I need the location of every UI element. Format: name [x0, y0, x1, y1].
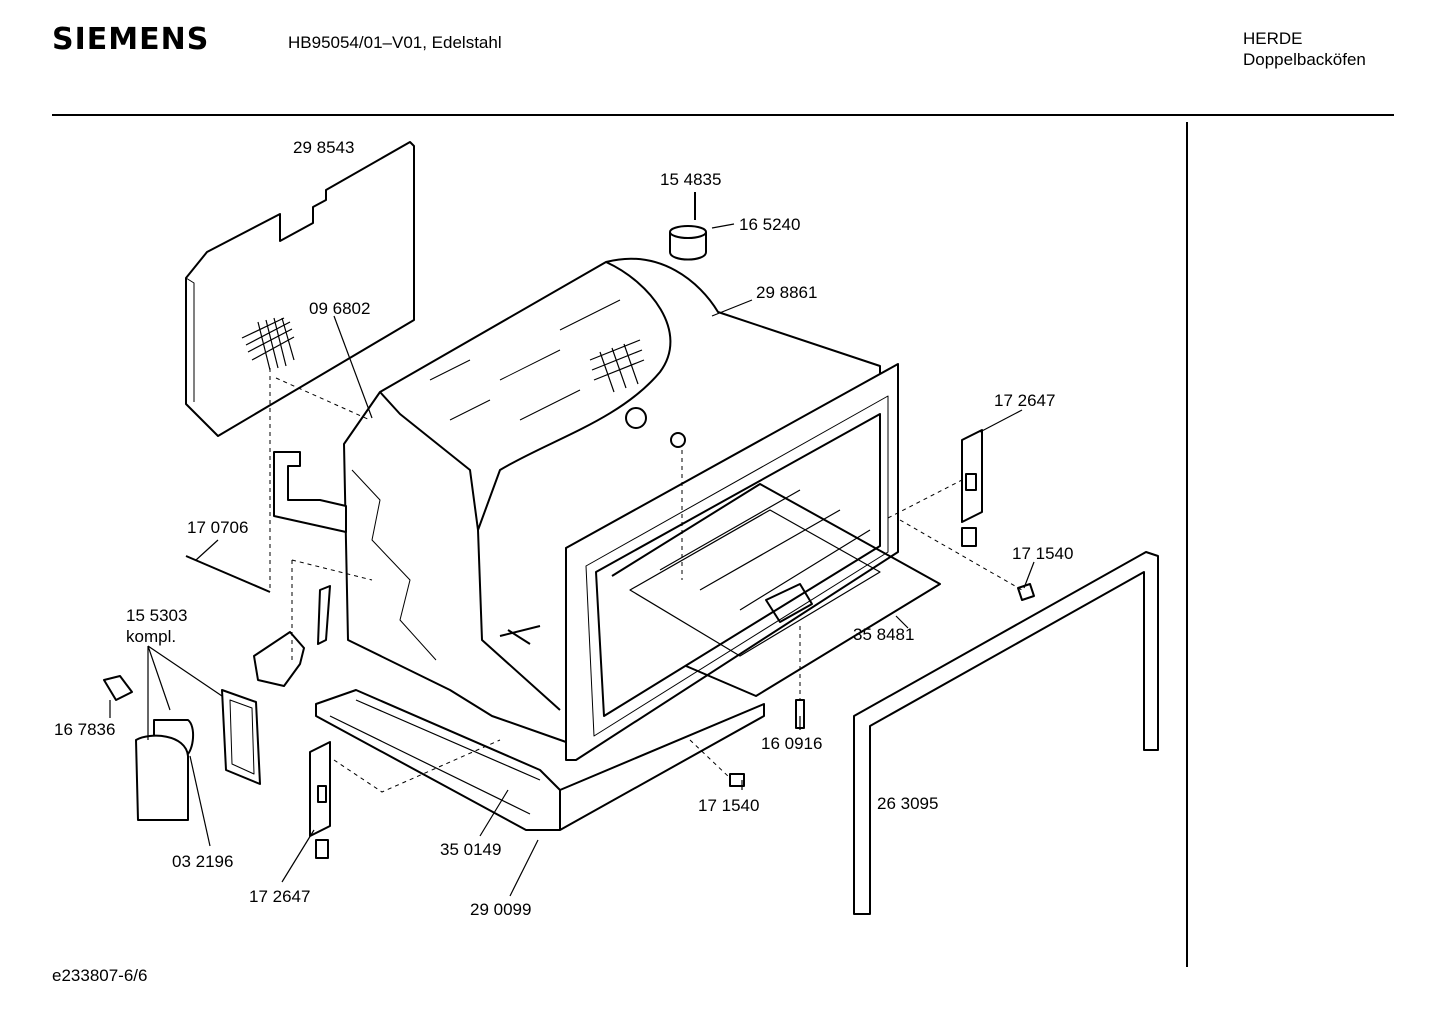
insulation-panel-part [185, 141, 415, 437]
part-label: 16 5240 [739, 215, 800, 234]
part-label: 15 5303 [126, 606, 187, 625]
part-label: kompl. [126, 627, 176, 646]
sidebar-divider [1186, 122, 1188, 967]
part-label: 17 1540 [1012, 544, 1073, 563]
part-label: 03 2196 [172, 852, 233, 871]
brand-logo: SIEMENS [52, 22, 210, 57]
part-label: 17 2647 [994, 391, 1055, 410]
part-label: 29 8861 [756, 283, 817, 302]
part-labels: 29 8543 15 4835 16 5240 29 8861 09 6802 … [54, 138, 1073, 919]
part-label: 29 8543 [293, 138, 354, 157]
part-label: 26 3095 [877, 794, 938, 813]
hinge-bracket-part [273, 429, 983, 837]
part-label: 35 8481 [853, 625, 914, 644]
part-label: 35 0149 [440, 840, 501, 859]
part-label: 15 4835 [660, 170, 721, 189]
assembly-lines [269, 368, 1023, 793]
bottom-tray-part [315, 689, 765, 831]
part-label: 09 6802 [309, 299, 370, 318]
part-label: 17 0706 [187, 518, 248, 537]
label-leaders [109, 223, 1035, 897]
header-divider [52, 114, 1394, 116]
part-label: 16 7836 [54, 720, 115, 739]
oven-cavity-part [343, 257, 881, 743]
part-label: 17 2647 [249, 887, 310, 906]
model-title: HB95054/01–V01, Edelstahl [288, 33, 502, 52]
front-frame-part [565, 363, 899, 761]
oven-rack-part [611, 483, 941, 697]
part-label: 29 0099 [470, 900, 531, 919]
subcategory-label: Doppelbacköfen [1243, 50, 1366, 69]
small-parts [103, 192, 1035, 859]
document-id: e233807-6/6 [52, 966, 148, 985]
part-label: 17 1540 [698, 796, 759, 815]
category-label: HERDE [1243, 29, 1303, 48]
part-label: 16 0916 [761, 734, 822, 753]
door-gasket-part [853, 551, 1159, 915]
